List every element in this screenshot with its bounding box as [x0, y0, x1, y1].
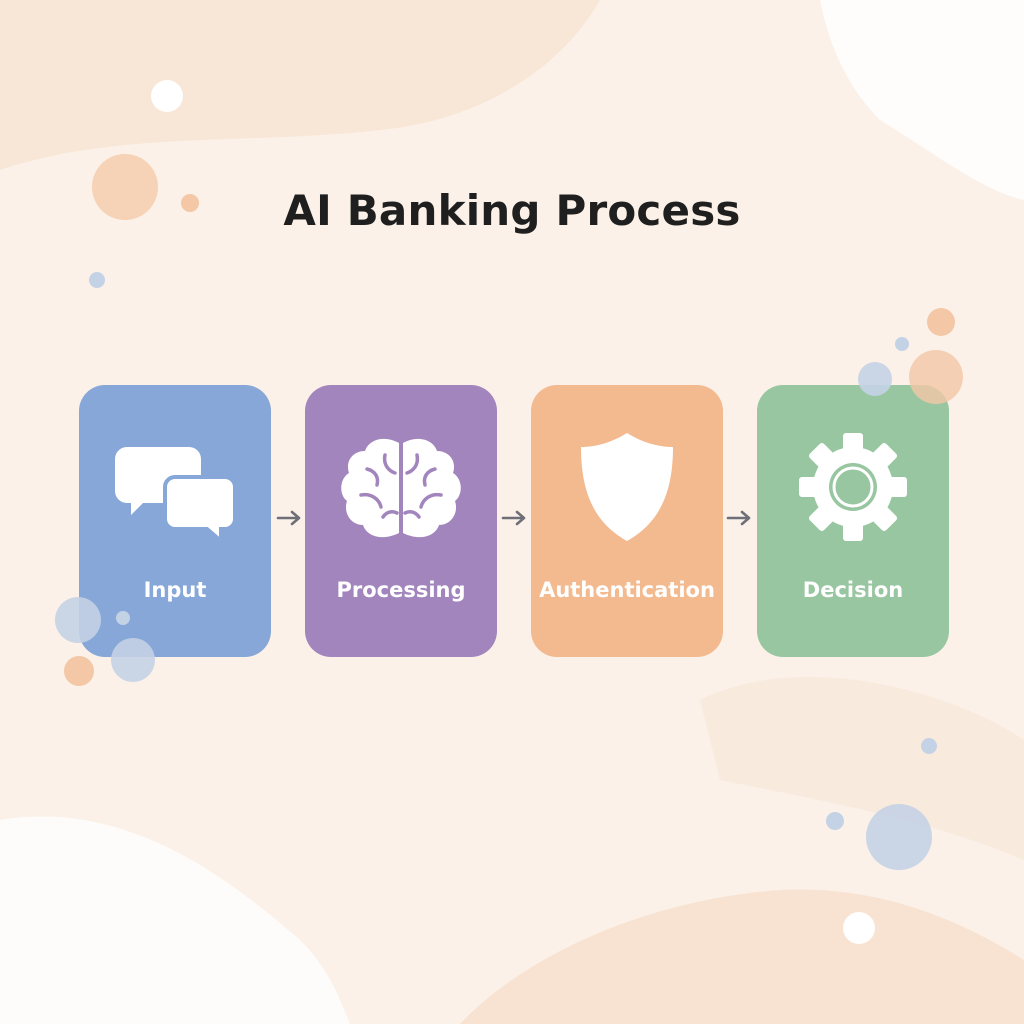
decorative-dot [927, 308, 955, 336]
arrow-icon [501, 510, 526, 526]
decorative-dot [89, 272, 105, 288]
arrow-icon [726, 510, 751, 526]
decorative-dot [116, 611, 130, 625]
step-card-authentication: Authentication [531, 385, 723, 657]
decorative-dot [92, 154, 158, 220]
step-label-decision: Decision [802, 578, 904, 602]
chat-bubbles-icon [115, 447, 237, 546]
decorative-dot [55, 597, 101, 643]
step-card-input: Input [79, 385, 271, 657]
step-label-authentication: Authentication [539, 578, 715, 602]
decorative-dot [909, 350, 963, 404]
step-card-decision: Decision [757, 385, 949, 657]
step-label-input: Input [143, 578, 207, 602]
decorative-dot [181, 194, 199, 212]
arrow-icon [276, 510, 301, 526]
decorative-dot [151, 80, 183, 112]
shield-icon [581, 433, 673, 541]
decorative-dot [858, 362, 892, 396]
decorative-dot [111, 638, 155, 682]
step-label-processing: Processing [336, 578, 466, 602]
decorative-dot [895, 337, 909, 351]
brain-icon [341, 438, 461, 538]
gear-icon [799, 433, 907, 541]
decorative-dot [843, 912, 875, 944]
decorative-dot [866, 804, 932, 870]
decorative-dot [64, 656, 94, 686]
page-title: AI Banking Process [283, 186, 741, 235]
decorative-dot [826, 812, 844, 830]
step-card-processing: Processing [305, 385, 497, 657]
decorative-dot [921, 738, 937, 754]
